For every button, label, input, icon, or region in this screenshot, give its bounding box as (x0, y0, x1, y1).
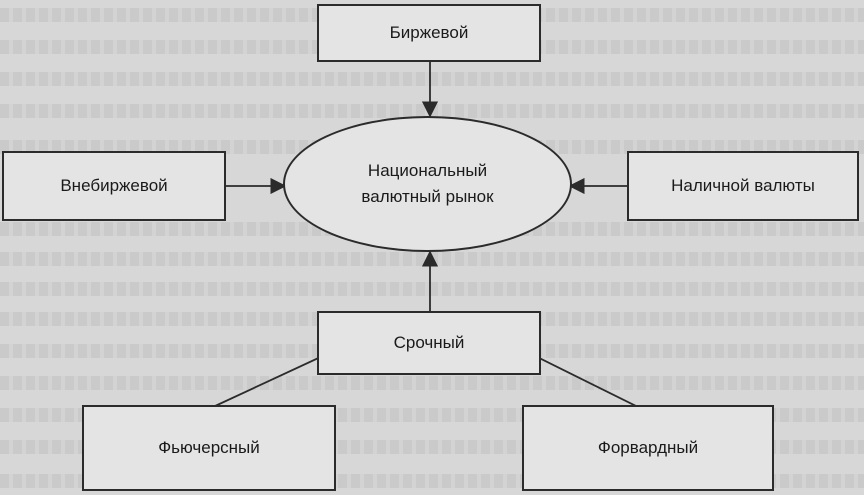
node-urgent: Срочный (317, 311, 541, 375)
node-otc-label: Внебиржевой (60, 176, 168, 195)
node-futures-label: Фьючерсный (158, 438, 260, 457)
node-urgent-label: Срочный (393, 333, 465, 352)
node-forward: Форвардный (522, 405, 774, 491)
node-cash-currency-label: Наличной валюты (671, 176, 815, 195)
node-exchange-label: Биржевой (389, 23, 469, 42)
node-otc: Внебиржевой (2, 151, 226, 221)
node-forward-label: Форвардный (597, 438, 699, 457)
node-exchange: Биржевой (317, 4, 541, 62)
market-title-line2: валютный рынок (361, 187, 494, 206)
market-title-line1: Национальный (367, 161, 488, 180)
node-futures: Фьючерсный (82, 405, 336, 491)
national-currency-market: Национальный валютный рынок (283, 116, 572, 252)
node-cash-currency: Наличной валюты (627, 151, 859, 221)
